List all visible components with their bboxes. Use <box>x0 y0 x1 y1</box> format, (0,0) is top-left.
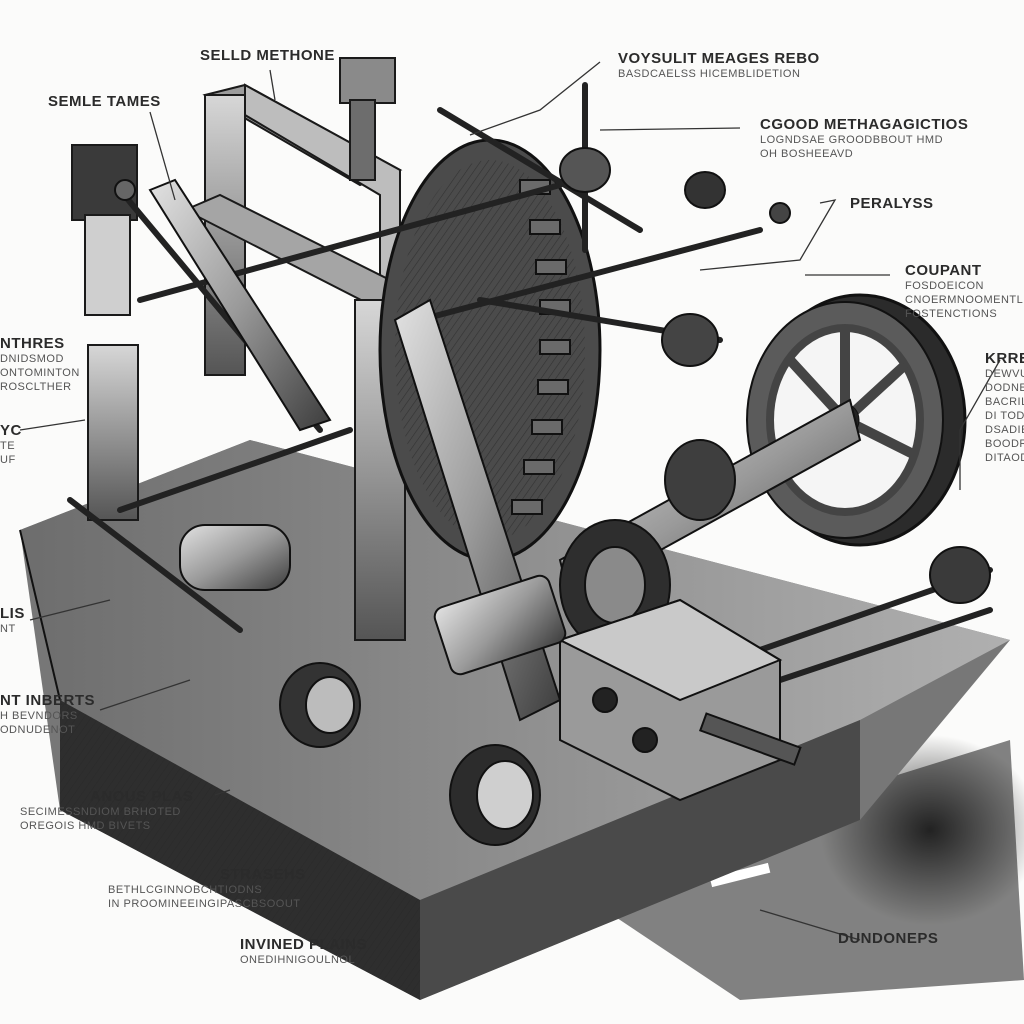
label-title: STRASEHS <box>220 866 306 883</box>
rollers <box>114 147 991 846</box>
label-subtext: IN PROOMINEEINGIPASCBSOOUT <box>108 898 301 910</box>
label-title: NT INBERTS <box>0 692 95 709</box>
label-subtext: UF <box>0 454 16 466</box>
label-anous-plas: ANOUS PLAS SECIMESSNDIOM BRHOTED OREGOIS… <box>20 788 193 833</box>
label-strasehs: STRASEHS BETHLCGINNOBCHTIODNS IN PROOMIN… <box>108 866 306 911</box>
main-shaft <box>558 398 862 651</box>
label-solid-machine: SELLD METHONE <box>200 47 335 64</box>
label-subtext: H BEVNDORS <box>0 710 78 722</box>
label-left-upper: NTHRES DNIDSMOD ONTOMINTON ROSCLTHER <box>0 335 80 394</box>
label-left-mid: YC TE UF <box>0 422 22 467</box>
label-subtext: BACRILS <box>985 396 1024 408</box>
label-subtext: DSADIENS <box>985 424 1024 436</box>
bearing-block <box>557 598 802 802</box>
label-subtext: FOSDOEICON <box>905 280 984 292</box>
label-coupant: COUPANT FOSDOEICON CNOERMNOOMENTL FOSTEN… <box>905 262 1023 321</box>
label-subtext: BETHLCGINNOBCHTIODNS <box>108 884 263 896</box>
label-title: VOYSULIT MEAGES REBO <box>618 50 820 67</box>
label-peralyss: PERALYSS <box>850 195 933 212</box>
label-subtext: ONTOMINTON <box>0 367 80 379</box>
label-inserts: NT INBERTS H BEVNDORS ODNUDENOT <box>0 692 95 737</box>
label-subtext: ONEDIHNIGOULNOL <box>240 954 356 966</box>
label-good-mechanics: CGOOD METHAGAGICTIOS LOGNDSAE GROODBBOUT… <box>760 116 968 161</box>
label-title: PERALYSS <box>850 195 934 212</box>
label-subtext: BASDCAELSS HICEMBLIDETION <box>618 68 801 80</box>
label-subtext: ROSCLTHER <box>0 381 72 393</box>
label-title: LIS <box>0 605 25 622</box>
label-left-low: LIS NT <box>0 605 25 636</box>
label-title: YC <box>0 422 22 439</box>
label-title: CGOOD METHAGAGICTIOS <box>760 116 969 133</box>
label-subtext: DI TODE <box>985 410 1024 422</box>
label-title: ANOUS PLAS <box>90 788 194 805</box>
label-krre: KRRE DEWVU DODNEDO BACRILS DI TODE DSADI… <box>985 350 1024 465</box>
label-subtext: CNOERMNOOMENTL <box>905 294 1024 306</box>
label-title: KRRE <box>985 350 1024 367</box>
label-subtext: SECIMESSNDIOM BRHOTED <box>20 806 181 818</box>
label-title: COUPANT <box>905 262 982 279</box>
label-subtext: DNIDSMOD <box>0 353 64 365</box>
label-subtext: NT <box>0 623 16 635</box>
label-invined-plains: INVINED PLAINS ONEDIHNIGOULNOL <box>240 936 367 967</box>
linkage-rods <box>67 82 993 683</box>
label-vertical-measures: VOYSULIT MEAGES REBO BASDCAELSS HICEMBLI… <box>618 50 820 81</box>
label-title: INVINED PLAINS <box>240 936 368 953</box>
leader-lines <box>19 61 1001 941</box>
label-title: DUNDONEPS <box>838 930 939 947</box>
label-subtext: TE <box>0 440 16 452</box>
label-title: SELLD METHONE <box>200 47 335 64</box>
label-subtext: FOSTENCTIONS <box>905 308 998 320</box>
label-title: NTHRES <box>0 335 65 352</box>
label-subtext: LOGNDSAE GROODBBOUT HMD <box>760 134 944 146</box>
label-subtext: OH BOSHEEAVD <box>760 148 854 160</box>
label-title: SEMLE TAMES <box>48 93 161 110</box>
label-dundoneps: DUNDONEPS <box>838 930 938 947</box>
label-subtext: ODNUDENOT <box>0 724 76 736</box>
label-subtext: BOODRIOC <box>985 438 1024 450</box>
label-subtext: DITAOD <box>985 452 1024 464</box>
label-subtext: OREGOIS HMD BIVETS <box>20 820 151 832</box>
label-simple-frames: SEMLE TAMES <box>48 93 161 110</box>
label-subtext: DEWVU <box>985 368 1024 380</box>
label-subtext: DODNEDO <box>985 382 1024 394</box>
